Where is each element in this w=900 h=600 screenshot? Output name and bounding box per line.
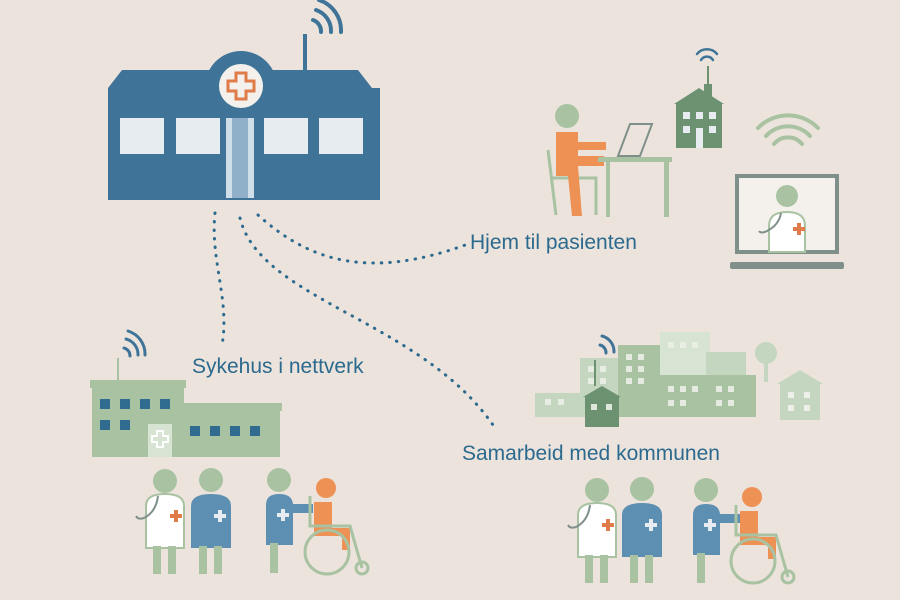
- doctor-icon: [135, 469, 185, 574]
- nurse-icon: [191, 468, 231, 574]
- townscape-icon: [535, 332, 823, 427]
- signal-icon: [311, 0, 344, 34]
- connector-to-home: [256, 213, 470, 265]
- wheelchair-user-icon: [693, 478, 796, 585]
- person-at-desk-icon: [546, 104, 672, 217]
- nurse-icon: [622, 477, 662, 583]
- label-hospital-network: Sykehus i nettverk: [192, 355, 364, 378]
- label-home-to-patient: Hjem til pasienten: [470, 231, 637, 254]
- hospital-icon: [108, 0, 380, 200]
- connector-to-municipality: [238, 216, 495, 427]
- wheelchair-user-icon: [266, 468, 370, 576]
- house-icon: [674, 48, 724, 148]
- medical-cross-icon: [219, 64, 263, 108]
- connector-lines: [212, 211, 495, 427]
- label-municipality-cooperation: Samarbeid med kommunen: [462, 442, 720, 465]
- connector-to-network: [212, 211, 226, 347]
- laptop-doctor-icon: [730, 113, 844, 269]
- network-hospital-icon: [90, 329, 282, 457]
- doctor-icon: [567, 478, 617, 583]
- tree-icon: [755, 342, 777, 382]
